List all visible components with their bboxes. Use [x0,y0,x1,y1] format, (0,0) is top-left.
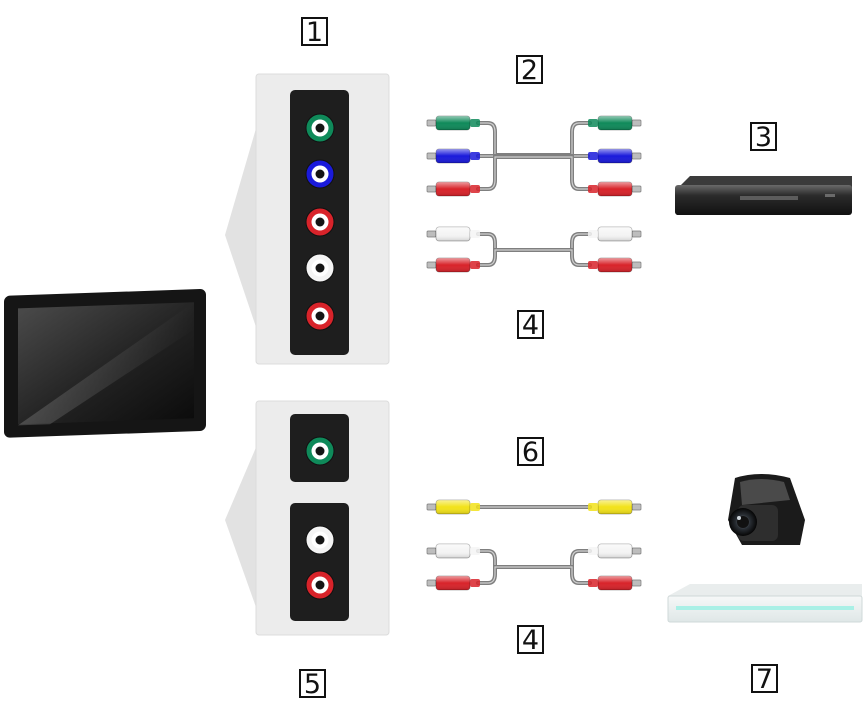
svg-text:2: 2 [521,55,538,86]
plug-yellow-right [588,499,642,515]
svg-text:6: 6 [522,437,539,468]
svg-text:4: 4 [522,310,539,341]
jack-white-bottom [305,525,335,555]
label-4-top: 4 [517,310,544,341]
svg-text:7: 7 [756,664,773,695]
terminal-strip-audio [290,503,349,621]
svg-text:3: 3 [755,122,772,153]
jack-green-bottom [305,436,335,466]
plug-red-bottom-right [588,575,642,591]
plug-red-right [588,181,642,197]
plug-yellow-left [426,499,480,515]
plug-white-top-left [426,226,480,242]
plug-red-top-left [426,257,480,273]
label-3: 3 [750,122,777,153]
plug-green-right [588,115,642,131]
plug-red-left [426,181,480,197]
jack-red-audio-top [305,301,335,331]
jack-group [305,113,335,600]
svg-text:4: 4 [522,625,539,656]
label-2: 2 [516,55,543,86]
plug-white-bottom-right [588,543,642,559]
label-7: 7 [751,664,778,695]
plug-green-left [426,115,480,131]
label-6: 6 [517,437,544,468]
dvd-player-icon [675,176,852,215]
recorder-icon [667,584,863,623]
terminal-panel-bottom [225,400,390,636]
plug-blue-right [588,148,642,164]
plug-red-top-right [588,257,642,273]
jack-blue-top [305,159,335,189]
svg-text:5: 5 [304,669,321,700]
plug-red-bottom-left [426,575,480,591]
jack-red-bottom [305,570,335,600]
number-labels: 1 2 3 4 6 4 5 7 [299,17,778,700]
jack-red-top [305,207,335,237]
plug-white-bottom-left [426,543,480,559]
jack-green-top [305,113,335,143]
plug-white-top-right [588,226,642,242]
label-5: 5 [299,669,326,700]
svg-text:1: 1 [306,17,323,48]
cable-group [426,115,642,591]
jack-white-top [305,253,335,283]
camcorder-icon [728,474,805,545]
label-4-bottom: 4 [517,625,544,656]
plug-blue-left [426,148,480,164]
tv-icon [4,289,206,438]
label-1: 1 [301,17,328,48]
